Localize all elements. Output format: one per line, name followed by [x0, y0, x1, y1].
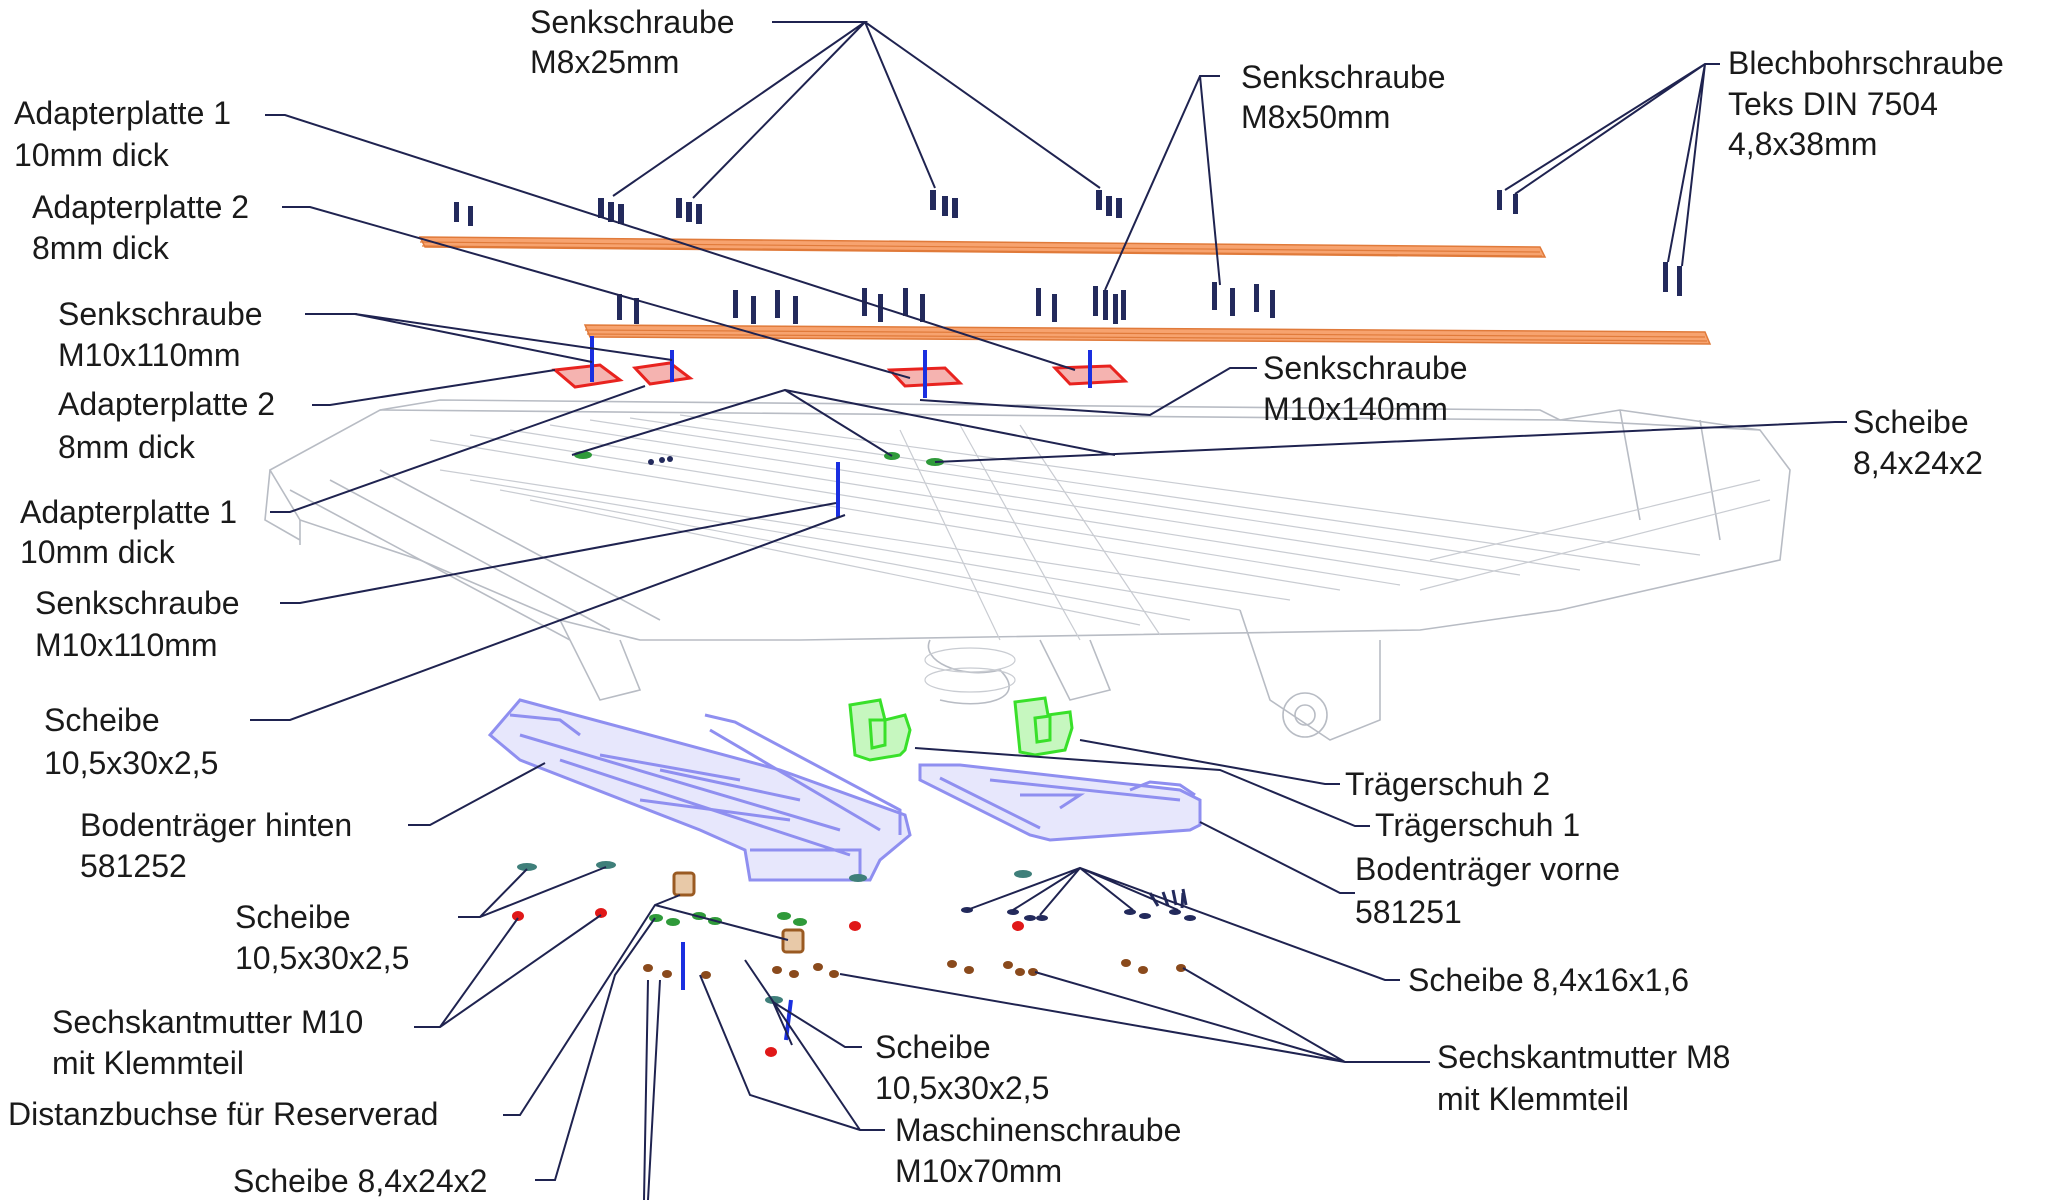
label-scheibe-10-5-bottom-size: 10,5x30x2,5 — [875, 1070, 1049, 1106]
label-blechbohrschraube-size: 4,8x38mm — [1728, 126, 1877, 162]
carrier-shoe-2 — [1013, 696, 1074, 757]
floor-carrier-front — [918, 763, 1202, 842]
label-scheibe-10-5-low: Scheibe — [235, 899, 351, 935]
label-adapterplatte-1-mid: Adapterplatte 1 — [20, 494, 237, 530]
label-scheibe-10-5-low-size: 10,5x30x2,5 — [235, 940, 409, 976]
label-adapterplatte-1-mid-thickness: 10mm dick — [20, 534, 176, 570]
label-bodentraeger-hinten-number: 581252 — [80, 848, 187, 884]
washers-10-5x30x2-5 — [517, 861, 1032, 1004]
label-scheibe-8-4x16x1-6: Scheibe 8,4x16x1,6 — [1408, 962, 1689, 998]
floor-carrier-rear — [487, 698, 912, 882]
leader-lines — [250, 21, 1847, 1201]
adapter-plate-1-long — [418, 236, 1547, 258]
washers-8-4x16x1-6 — [961, 907, 1196, 921]
label-sechskantmutter-m10-note: mit Klemmteil — [52, 1045, 244, 1081]
label-traegerschuh-1: Trägerschuh 1 — [1375, 807, 1580, 843]
label-scheibe-10-5-bottom: Scheibe — [875, 1029, 991, 1065]
label-maschinenschraube-size: M10x70mm — [895, 1153, 1062, 1189]
label-scheibe-8-4x24x2-top-size: 8,4x24x2 — [1853, 445, 1983, 481]
label-adapterplatte-2-mid: Adapterplatte 2 — [58, 386, 275, 422]
self-drilling-screws — [1497, 190, 1682, 296]
nuts-m10 — [512, 908, 1024, 1057]
callout-labels: Senkschraube M8x25mm Senkschraube M8x50m… — [8, 4, 2004, 1199]
label-scheibe-8-4x24x2-bottom: Scheibe 8,4x24x2 — [233, 1163, 487, 1199]
label-senkschraube-m10x110-mid-size: M10x110mm — [35, 627, 218, 663]
label-senkschraube-m10x110-top-size: M10x110mm — [58, 337, 241, 373]
label-senkschraube-m10x110-top: Senkschraube — [58, 296, 263, 332]
label-maschinenschraube: Maschinenschraube — [895, 1112, 1181, 1148]
adapter-plate-2-long — [583, 324, 1712, 345]
label-distanzbuchse: Distanzbuchse für Reserverad — [8, 1096, 438, 1132]
label-senkschraube-m10x110-mid: Senkschraube — [35, 585, 240, 621]
label-adapterplatte-1-top: Adapterplatte 1 — [14, 95, 231, 131]
spacer-bushings — [672, 871, 805, 954]
label-bodentraeger-hinten: Bodenträger hinten — [80, 807, 352, 843]
label-sechskantmutter-m8-note: mit Klemmteil — [1437, 1081, 1629, 1117]
label-scheibe-8-4x24x2-top: Scheibe — [1853, 404, 1969, 440]
label-bodentraeger-vorne-number: 581251 — [1355, 894, 1462, 930]
label-blechbohrschraube: Blechbohrschraube — [1728, 45, 2004, 81]
label-adapterplatte-2-mid-thickness: 8mm dick — [58, 429, 196, 465]
carrier-shoe-1 — [848, 698, 912, 762]
label-senkschraube-m8x50-size: M8x50mm — [1241, 99, 1390, 135]
label-senkschraube-m10x140: Senkschraube — [1263, 350, 1468, 386]
label-bodentraeger-vorne: Bodenträger vorne — [1355, 851, 1620, 887]
countersunk-screws-m8 — [454, 190, 1275, 324]
nuts-m8 — [643, 959, 1186, 979]
label-sechskantmutter-m8: Sechskantmutter M8 — [1437, 1039, 1730, 1075]
label-scheibe-10-5-left-size: 10,5x30x2,5 — [44, 745, 218, 781]
label-senkschraube-m8x25-size: M8x25mm — [530, 44, 679, 80]
label-senkschraube-m8x50: Senkschraube — [1241, 59, 1446, 95]
countersunk-screws-m10 — [590, 336, 1092, 1041]
label-adapterplatte-1-top-thickness: 10mm dick — [14, 137, 170, 173]
label-sechskantmutter-m10: Sechskantmutter M10 — [52, 1004, 363, 1040]
label-senkschraube-m10x140-size: M10x140mm — [1263, 391, 1448, 427]
label-adapterplatte-2-top-thickness: 8mm dick — [32, 230, 170, 266]
label-adapterplatte-2-top: Adapterplatte 2 — [32, 189, 249, 225]
label-scheibe-10-5-left: Scheibe — [44, 702, 160, 738]
label-traegerschuh-2: Trägerschuh 2 — [1345, 766, 1550, 802]
label-blechbohrschraube-norm: Teks DIN 7504 — [1728, 86, 1938, 122]
chassis-frame-ghost — [264, 399, 1791, 741]
label-senkschraube-m8x25: Senkschraube — [530, 4, 735, 40]
adapter-plates-small — [551, 361, 1129, 389]
frame-bolt-heads — [648, 456, 673, 465]
